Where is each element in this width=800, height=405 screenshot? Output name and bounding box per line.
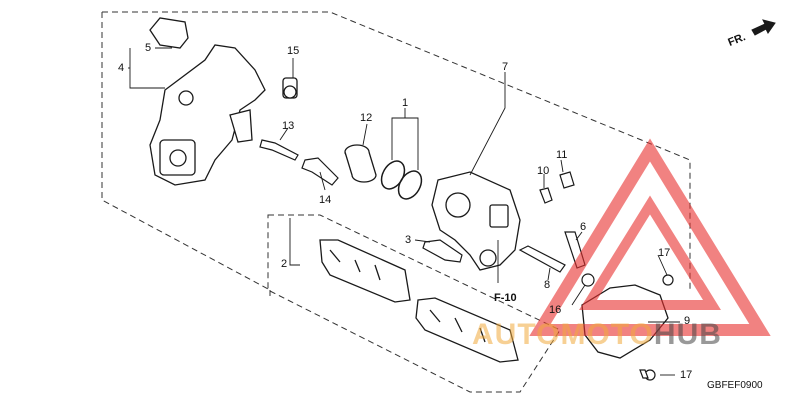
callout-6: 6: [580, 221, 587, 233]
reference-label: F-10: [494, 292, 517, 304]
callout-17-upper: 17: [658, 247, 671, 259]
leader-lines: [128, 47, 680, 376]
piston: [344, 144, 377, 183]
callout-17-lower: 17: [680, 369, 693, 381]
boot-15: [282, 77, 298, 99]
callout-10: 10: [537, 165, 550, 177]
callout-1: 1: [402, 97, 409, 109]
watermark-triangle-logo: [529, 138, 771, 336]
callout-7: 7: [502, 61, 509, 73]
plug-16: [581, 273, 595, 287]
pin-13: [259, 139, 299, 161]
callout-5: 5: [145, 42, 152, 54]
figure-code: GBFEF0900: [707, 380, 763, 391]
retainer-spring: [149, 17, 189, 49]
bolt-17: [639, 274, 674, 381]
watermark-text-part1: AUTOMOTO: [472, 318, 654, 351]
pad-set-frame: [267, 214, 561, 393]
caliper-bracket: [149, 44, 266, 186]
callout-2: 2: [281, 258, 288, 270]
callout-9: 9: [684, 315, 691, 327]
callout-13: 13: [282, 120, 295, 132]
callout-11: 11: [556, 149, 568, 161]
watermark-text-part2: HUB: [653, 318, 722, 351]
pin-14: [301, 157, 339, 186]
brake-pad-2: [415, 297, 519, 363]
forward-arrow-icon: [751, 19, 776, 36]
pad-shim: [422, 239, 463, 263]
callout-8: 8: [544, 279, 551, 291]
callout-15: 15: [287, 45, 300, 57]
watermark-text: AUTOMOTOHUB: [472, 318, 722, 352]
bleed-screw: [539, 171, 575, 204]
callout-3: 3: [405, 234, 412, 246]
callout-16: 16: [549, 304, 562, 316]
piston-seals: [380, 160, 423, 200]
callout-14: 14: [319, 194, 332, 206]
callout-4: 4: [118, 62, 125, 74]
callout-12: 12: [360, 112, 373, 124]
pin-bolt-8: [518, 245, 566, 273]
brake-pad-1: [319, 239, 411, 303]
